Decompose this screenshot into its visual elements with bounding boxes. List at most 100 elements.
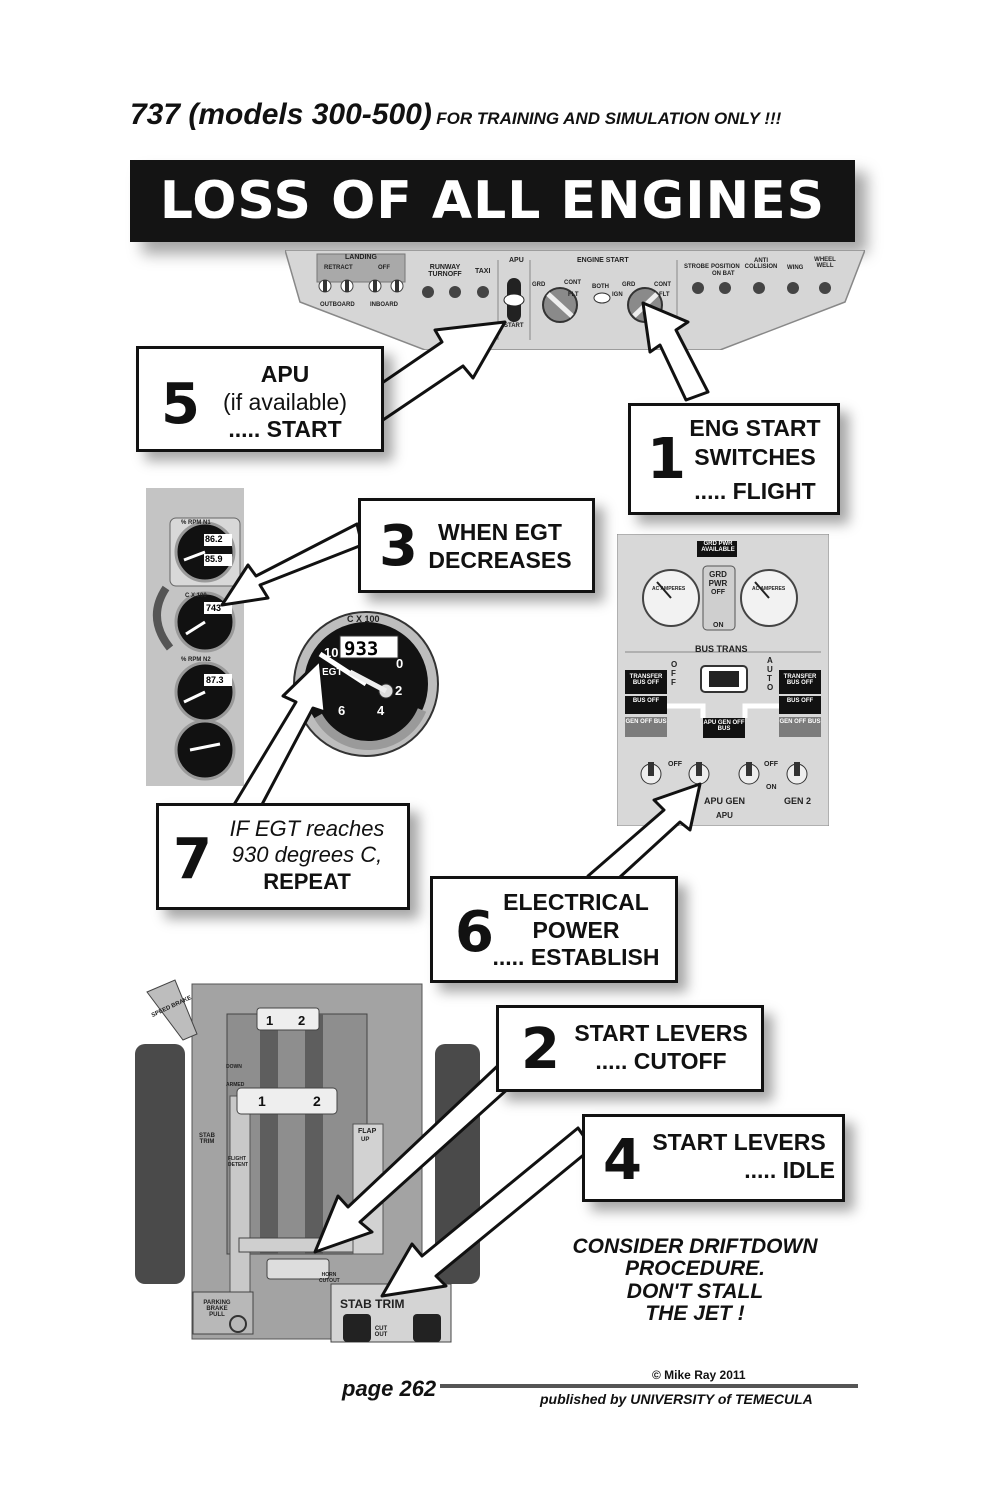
step-6-number: 6 (455, 900, 494, 965)
grd-pwr-on: ON (713, 622, 724, 629)
step-2-number: 2 (521, 1017, 560, 1082)
arrow-step-5 (358, 320, 507, 424)
gen2-label: GEN 2 (784, 796, 812, 806)
n2-readout: 87.3 (206, 675, 224, 685)
arrow-step-6 (586, 782, 702, 890)
cont-label-right: CONT (654, 282, 671, 288)
retract-label: RETRACT (324, 265, 353, 271)
page-number: page 262 (342, 1376, 437, 1401)
step-4-line-1: START LEVERS (652, 1129, 826, 1155)
throttle-quadrant (135, 979, 480, 1343)
transfer-bus-off-left: TRANSFER BUS OFF (629, 674, 663, 686)
lever-2-top: 2 (298, 1013, 306, 1028)
parking-brake-label: PARKING BRAKE PULL (203, 1300, 231, 1318)
egt-gauge-readout: 933 (344, 638, 379, 660)
lever-1: 1 (258, 1093, 266, 1109)
step-7-text: IF EGT reaches 930 degrees C, REPEAT (209, 816, 405, 895)
apu-gen-label: APU GEN (704, 796, 746, 806)
apu-gen-off-bus: APU GEN OFF BUS (703, 720, 745, 732)
footer-rule (440, 1384, 858, 1388)
electrical-panel (617, 534, 829, 826)
step-5-line-1: APU (260, 361, 310, 387)
apu-label: APU (509, 257, 524, 264)
arrow-step-7 (230, 658, 327, 814)
egt-tick-6: 6 (338, 703, 346, 718)
step-7-box: 7 IF EGT reaches 930 degrees C, REPEAT (156, 803, 410, 910)
lever-2: 2 (313, 1093, 321, 1109)
step-3-line-1: WHEN EGT (438, 519, 562, 545)
step-6-line-2: POWER (532, 916, 620, 943)
step-2-line-2: ..... CUTOFF (595, 1047, 727, 1074)
both-label: BOTH (592, 284, 609, 290)
step-5-line-3: ..... START (228, 416, 342, 443)
model-title: 737 (models 300-500) (130, 98, 432, 131)
step-2-line-1: START LEVERS (574, 1020, 748, 1046)
stab-trim-label: STAB TRIM (199, 1133, 215, 1145)
step-3-line-2: DECREASES (428, 546, 572, 573)
n2-title: % RPM N2 (181, 657, 211, 663)
n1-readout-2: 85.9 (205, 554, 223, 564)
anti-collision-label: ANTI COLLISION (744, 258, 778, 270)
start-label: START (504, 323, 524, 329)
header: 737 (models 300-500) FOR TRAINING AND SI… (130, 98, 781, 132)
strobe-label: STROBE (684, 264, 710, 270)
bus-off-left: BUS OFF (632, 698, 660, 704)
egt-tick-2: 2 (395, 683, 403, 698)
flt-label-right: FLT (659, 292, 670, 298)
step-4-line-2: ..... IDLE (744, 1156, 835, 1183)
bus-trans-auto: AUTO (767, 656, 774, 692)
stab-trim-cutout-label: STAB TRIM (340, 1297, 405, 1311)
step-2-box: 2 START LEVERS ..... CUTOFF (496, 1005, 764, 1092)
egt-gauge-title: C X 100 (347, 614, 380, 624)
disclaimer: FOR TRAINING AND SIMULATION ONLY !!! (436, 109, 782, 128)
arrow-step-4 (380, 1126, 594, 1298)
arrow-step-2 (313, 1056, 522, 1254)
step-6-line-3: ..... ESTABLISH (492, 944, 660, 971)
step-3-box: 3 WHEN EGT DECREASES (358, 498, 595, 593)
transfer-bus-off-right: TRANSFER BUS OFF (783, 674, 817, 686)
flap-up-label: UP (361, 1137, 370, 1143)
step-4-number: 4 (603, 1128, 642, 1193)
step-2-text: START LEVERS ..... CUTOFF (563, 1020, 759, 1075)
step-7-number: 7 (173, 827, 212, 892)
grd-pwr-label: GRD PWR (708, 570, 728, 588)
egt-small-title: C X 100 (185, 593, 207, 599)
step-6-text: ELECTRICAL POWER ..... ESTABLISH (473, 889, 679, 972)
arrow-step-1 (641, 301, 710, 402)
inboard-label: INBOARD (370, 302, 398, 308)
banner-title: LOSS OF ALL ENGINES (159, 171, 826, 231)
grd-pwr-available: GRD PWR AVAILABLE (701, 541, 735, 553)
step-7-line-3: REPEAT (263, 868, 351, 894)
bus-trans-label: BUS TRANS (695, 644, 748, 654)
egt-tick-4: 4 (377, 703, 385, 718)
flap-label: FLAP (358, 1128, 377, 1135)
cont-label-left: CONT (564, 280, 581, 286)
egt-tick-10: 10 (324, 645, 339, 660)
driftdown-line-2: PROCEDURE. (624, 1257, 766, 1281)
outboard-label: OUTBOARD (320, 302, 355, 308)
step-5-text: APU (if available) ..... START (199, 361, 371, 444)
step-3-text: WHEN EGT DECREASES (415, 519, 585, 574)
step-6-box: 6 ELECTRICAL POWER ..... ESTABLISH (430, 876, 678, 983)
step-1-line-2: SWITCHES (694, 443, 816, 470)
step-4-box: 4 START LEVERS ..... IDLE (582, 1114, 845, 1202)
engine-instrument-column (146, 488, 244, 786)
gen-off-bus-left: GEN OFF BUS (625, 719, 667, 725)
elec-on-right: ON (766, 784, 777, 791)
title-banner: LOSS OF ALL ENGINES (130, 160, 855, 242)
copyright: © Mike Ray 2011 (652, 1368, 746, 1382)
position-label: POSITION (711, 264, 740, 270)
step-5-box: 5 APU (if available) ..... START (136, 346, 384, 452)
step-1-text: ENG START SWITCHES ..... FLIGHT (679, 414, 831, 506)
apu-label-elec: APU (716, 811, 733, 820)
cut-out-label: CUT OUT (374, 1326, 388, 1338)
egt-tick-0: 0 (396, 656, 404, 671)
publisher: published by UNIVERSITY of TEMECULA (540, 1391, 813, 1407)
arrow-step-3 (220, 522, 364, 607)
step-7-line-1: IF EGT reaches (229, 816, 385, 841)
step-3-number: 3 (379, 514, 418, 579)
step-1-line-3: ..... FLIGHT (694, 478, 816, 505)
wheel-well-label: WHEEL WELL (814, 257, 836, 269)
flight-detent-label: FLIGHT DETENT (228, 1156, 248, 1168)
